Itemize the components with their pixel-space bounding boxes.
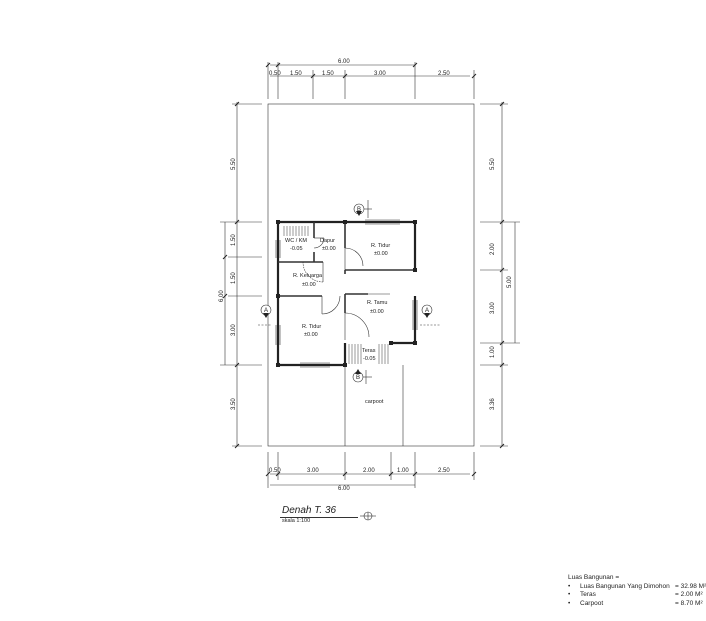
room-dapur-name: Dapur	[320, 238, 335, 244]
room-wc-level: -0.05	[290, 246, 303, 252]
dim-right-inner-1: 2.00	[490, 243, 496, 255]
marker-a-right-label: A	[425, 308, 429, 314]
bullet-icon: •	[568, 599, 571, 607]
dim-right-inner-2: 3.00	[490, 302, 496, 314]
dim-left-inner-2: 1.50	[231, 272, 237, 284]
marker-b-bottom-label: B	[356, 375, 360, 381]
dim-left-outer-3: 3.50	[231, 398, 237, 410]
dim-top-seg-2: 1.50	[290, 71, 302, 77]
room-keluarga-name: R. Keluarga	[293, 273, 323, 279]
legend-item-value: = 32.98 M²	[675, 582, 706, 590]
legend-item: • Teras = 2.00 M²	[568, 591, 703, 600]
legend-item-label: Teras	[580, 591, 596, 598]
site-boundary	[267, 103, 475, 447]
legend-item: • Carpoot = 8.70 M²	[568, 599, 703, 609]
room-dapur-level: ±0.00	[322, 246, 336, 252]
dim-left-outer-2: 6.00	[219, 290, 225, 302]
marker-b-top-label: B	[357, 207, 361, 213]
dim-bottom-seg-2: 3.00	[307, 468, 319, 474]
title-underline	[280, 517, 358, 518]
dim-right-outer-2: 5.00	[507, 276, 513, 288]
drawing-scale: skala 1:100	[282, 518, 311, 524]
dim-right-outer-3: 3.36	[490, 398, 496, 410]
bullet-icon: •	[568, 582, 571, 590]
dim-bottom-seg-4: 1.00	[397, 468, 409, 474]
room-tamu-name: R. Tamu	[367, 300, 387, 306]
dim-top-total: 6.00	[338, 59, 350, 65]
dim-bottom-total: 6.00	[338, 486, 350, 492]
room-keluarga-level: ±0.00	[302, 282, 316, 288]
dim-top-seg-3: 1.50	[322, 71, 334, 77]
room-teras-name: Teras	[362, 348, 376, 354]
legend-item-value: = 8.70 M²	[675, 599, 703, 607]
dim-top-seg-5: 2.50	[438, 71, 450, 77]
legend-item: • Luas Bangunan Yang Dimohon = 32.98 M²	[568, 582, 706, 592]
legend-item-value: = 2.00 M²	[675, 591, 703, 598]
room-tidur1-level: ±0.00	[374, 251, 388, 257]
room-tamu-level: ±0.00	[370, 309, 384, 315]
room-wc-name: WC / KM	[285, 238, 307, 244]
dim-top-seg-1: 0.50	[269, 71, 281, 77]
dim-bottom-seg-1: 0.50	[269, 468, 281, 474]
dim-left-inner-3: 3.00	[231, 324, 237, 336]
dim-bottom-seg-3: 2.00	[363, 468, 375, 474]
drawing-title: Denah T. 36	[282, 505, 337, 516]
area-legend: Luas Bangunan = • Luas Bangunan Yang Dim…	[568, 574, 706, 609]
room-tidur1-name: R. Tidur	[371, 243, 390, 249]
legend-item-label: Carpoot	[580, 599, 604, 607]
bullet-icon: •	[568, 591, 571, 598]
legend-header: Luas Bangunan =	[568, 574, 620, 581]
dim-top-seg-4: 3.00	[374, 71, 386, 77]
marker-a-left-label: A	[264, 308, 268, 314]
dim-bottom-seg-5: 2.50	[438, 468, 450, 474]
dim-left-inner-1: 1.50	[231, 234, 237, 246]
legend-item-label: Luas Bangunan Yang Dimohon	[580, 582, 670, 590]
room-teras-level: -0.05	[363, 356, 376, 362]
room-tidur2-level: ±0.00	[304, 332, 318, 338]
dim-right-outer-1: 5.50	[490, 158, 496, 170]
dim-right-inner-3: 1.00	[490, 346, 496, 358]
room-carpoot-name: carpoot	[365, 399, 384, 405]
room-tidur2-name: R. Tidur	[302, 324, 321, 330]
dim-left-outer-1: 5.50	[231, 158, 237, 170]
